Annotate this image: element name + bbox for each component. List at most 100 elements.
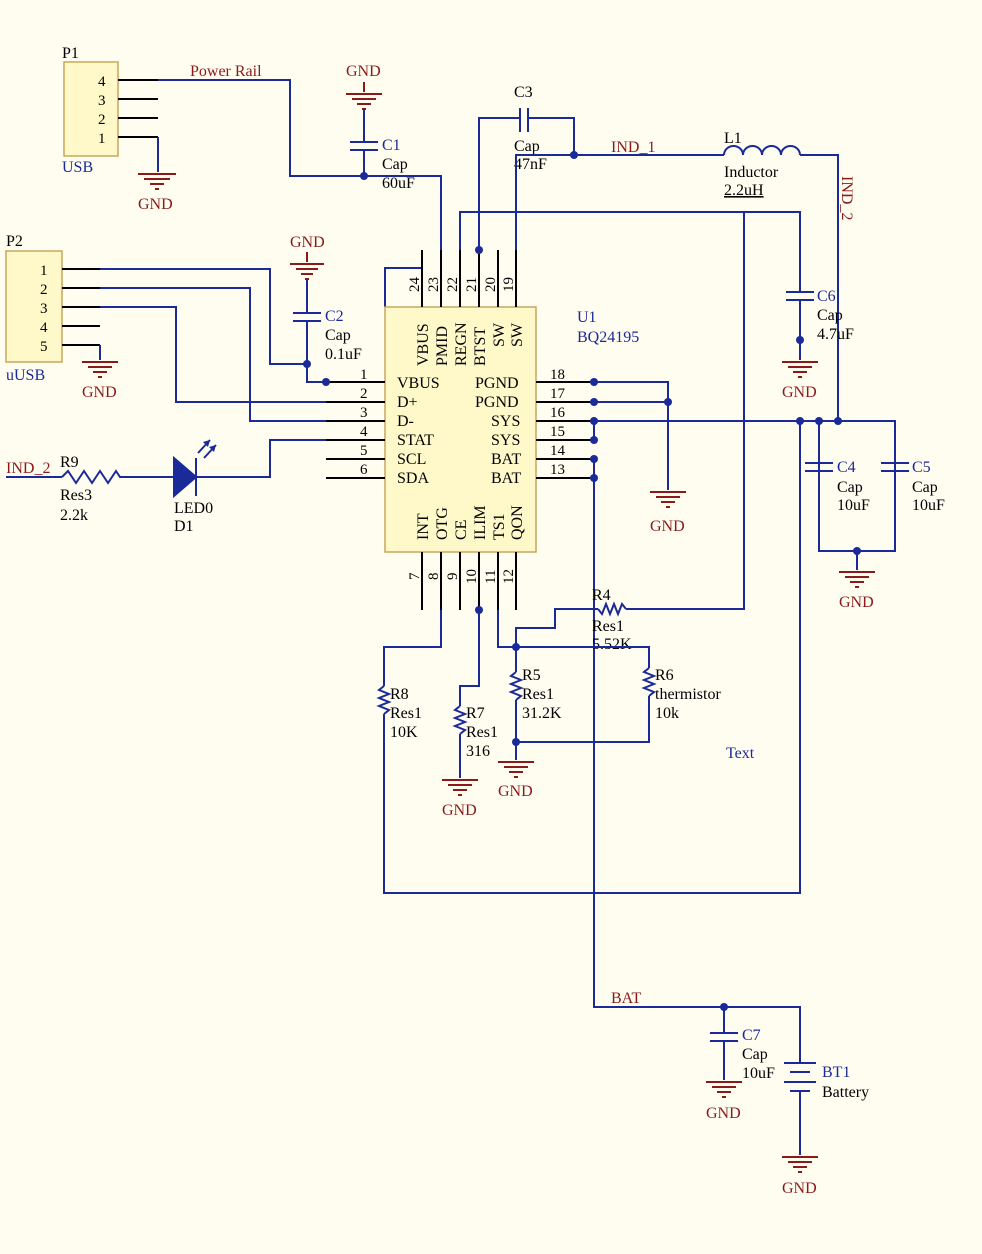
resistor-r7: R7 Res1 316 [452,705,498,760]
svg-text:TS1: TS1 [491,513,508,540]
u1-part: BQ24195 [577,329,639,346]
svg-text:GND: GND [782,384,817,401]
ic-u1: U1 BQ24195 1 2 3 4 5 6 VBUS D+ D- STAT S… [326,250,639,610]
battery-bt1: BT1 Battery [784,1062,869,1101]
svg-text:Cap: Cap [742,1046,768,1063]
svg-text:2: 2 [360,386,368,402]
u1-body [384,306,537,553]
svg-text:10: 10 [464,569,480,584]
svg-text:10uF: 10uF [837,497,870,514]
svg-text:24: 24 [407,277,423,293]
resistor-r6: R6 thermistor 10k [641,667,721,722]
svg-text:5.52K: 5.52K [592,636,632,653]
svg-text:Res1: Res1 [592,618,624,635]
p1-name: USB [62,159,93,176]
svg-text:PGND: PGND [475,375,519,392]
gnd-symbol: GND [498,761,534,800]
wire-r5-r6-gnd [515,696,650,760]
wire-ilim [459,610,480,706]
svg-text:Cap: Cap [382,156,408,173]
svg-text:BTST: BTST [472,327,489,366]
gnd-symbol: GND [290,234,325,280]
svg-text:INT: INT [415,513,432,540]
gnd-symbol: GND [782,361,818,401]
svg-text:2: 2 [40,282,48,298]
p1-body [63,61,119,157]
svg-text:PGND: PGND [475,394,519,411]
svg-text:GND: GND [442,802,477,819]
svg-text:11: 11 [483,570,499,584]
svg-text:5: 5 [360,443,368,459]
svg-text:uUSB: uUSB [6,367,45,384]
led-d1: LED0 D1 [173,439,217,535]
svg-text:14: 14 [550,443,566,459]
svg-text:Cap: Cap [514,138,540,155]
svg-text:L1: L1 [724,130,742,147]
gnd-symbol: GND [706,1081,742,1122]
svg-text:Cap: Cap [912,479,938,496]
svg-text:R9: R9 [60,454,79,471]
svg-text:10K: 10K [390,724,418,741]
svg-text:12: 12 [501,569,517,584]
wire-bat [593,459,801,1063]
svg-text:15: 15 [550,424,565,440]
wire-otg [383,610,442,686]
gnd-symbol: GND [82,361,118,401]
svg-text:47nF: 47nF [514,156,547,173]
svg-text:9: 9 [445,573,461,581]
svg-text:20: 20 [483,277,499,292]
capacitor-c1: C1 Cap 60uF [350,137,415,192]
svg-text:316: 316 [466,743,490,760]
svg-text:SYS: SYS [491,413,520,430]
net-label-ind2: IND_2 [838,176,855,220]
svg-text:Res1: Res1 [466,724,498,741]
svg-text:R5: R5 [522,667,541,684]
wire-r4-r5 [515,608,598,672]
svg-text:BAT: BAT [491,470,521,487]
svg-text:19: 19 [501,277,517,292]
svg-text:P2: P2 [6,233,23,250]
resistor-r4: R4 Res1 5.52K [592,587,632,653]
net-label-ind2-left: IND_2 [6,460,50,477]
svg-text:thermistor: thermistor [655,686,721,703]
svg-text:C3: C3 [514,84,533,101]
net-label-power-rail: Power Rail [190,63,262,80]
svg-text:GND: GND [706,1105,741,1122]
svg-text:Res3: Res3 [60,487,92,504]
wire-pmid [364,175,442,280]
svg-text:Cap: Cap [817,307,843,324]
svg-text:GND: GND [498,783,533,800]
svg-text:GND: GND [82,384,117,401]
capacitor-c5: C5 Cap 10uF [881,459,945,514]
svg-text:3: 3 [360,405,368,421]
wire-ts1 [497,610,650,668]
svg-text:Inductor: Inductor [724,164,779,181]
wire-p2-dplus [100,306,326,403]
svg-text:STAT: STAT [397,432,434,449]
svg-text:31.2K: 31.2K [522,705,562,722]
svg-text:GND: GND [138,196,173,213]
svg-text:GND: GND [782,1180,817,1197]
p1-pin-label: 2 [98,112,106,128]
svg-text:OTG: OTG [434,507,451,540]
svg-text:GND: GND [650,518,685,535]
gnd-symbol: GND [346,63,382,110]
svg-text:Cap: Cap [325,327,351,344]
svg-text:ILIM: ILIM [472,505,489,540]
svg-text:C2: C2 [325,308,344,325]
svg-text:SCL: SCL [397,451,426,468]
svg-text:C1: C1 [382,137,401,154]
svg-text:0.1uF: 0.1uF [325,346,362,363]
svg-text:R4: R4 [592,587,611,604]
svg-text:4: 4 [40,320,48,336]
wire-stat [196,439,326,478]
resistor-r9: R9 Res3 2.2k [60,454,174,524]
capacitor-c6: C6 Cap 4.7uF [786,288,854,343]
svg-text:16: 16 [550,405,566,421]
junction-dots [303,151,861,1011]
capacitor-c2: C2 Cap 0.1uF [293,308,362,363]
svg-text:Res1: Res1 [522,686,554,703]
svg-text:D-: D- [397,413,414,430]
svg-text:4.7uF: 4.7uF [817,326,854,343]
